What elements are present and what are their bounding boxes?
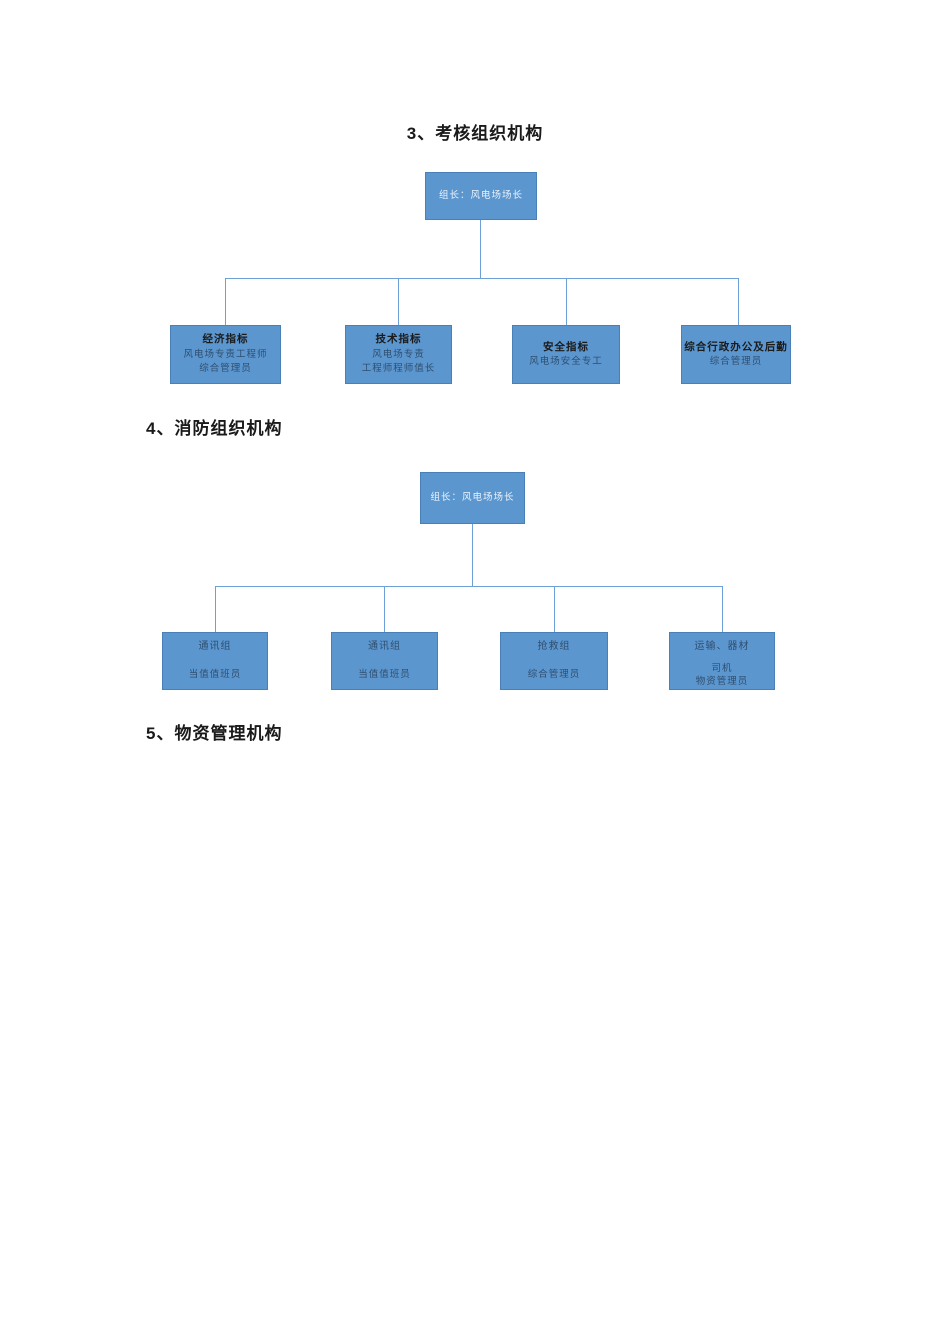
org-node-role: 风电场安全专工 [529, 356, 603, 368]
org-node-transport: 运输、器材 司机 物资管理员 [669, 632, 775, 690]
org-node-title: 运输、器材 [694, 641, 750, 652]
org-node-role: 物资管理员 [695, 676, 749, 688]
org-node-rescue: 抢救组 综合管理员 [500, 632, 608, 690]
org-node-admin: 综合行政办公及后勤 综合管理员 [681, 325, 791, 384]
connector-line [480, 220, 481, 278]
org-node-communication-2: 通讯组 当值值班员 [331, 632, 438, 690]
org-node-role: 风电场专责工程师 [183, 349, 268, 361]
org-node-title: 综合行政办公及后勤 [684, 340, 788, 353]
connector-line [215, 586, 723, 587]
connector-line [722, 586, 723, 632]
org-node-title: 通讯组 [368, 641, 401, 653]
org-node-role: 风电场专责 [372, 349, 425, 361]
org-node-title: 经济指标 [202, 333, 249, 346]
org-node-communication-1: 通讯组 当值值班员 [162, 632, 268, 690]
connector-line [225, 278, 739, 279]
connector-line [566, 278, 567, 325]
connector-line [398, 278, 399, 325]
org-node-role: 综合管理员 [199, 363, 252, 375]
connector-line [225, 278, 226, 325]
org-node-root: 组长：风电场场长 [420, 472, 525, 524]
connector-line [738, 278, 739, 325]
org-node-role: 司机 [711, 663, 733, 675]
org-node-label: 组长：风电场场长 [430, 491, 515, 503]
org-node-role: 综合管理员 [527, 669, 581, 681]
org-node-root: 组长：风电场场长 [425, 172, 537, 220]
org-node-technical: 技术指标 风电场专责 工程师程师值长 [345, 325, 452, 384]
org-node-role: 综合管理员 [709, 356, 763, 368]
org-node-title: 技术指标 [375, 333, 422, 346]
connector-line [472, 524, 473, 586]
org-node-safety: 安全指标 风电场安全专工 [512, 325, 620, 384]
org-node-economic: 经济指标 风电场专责工程师 综合管理员 [170, 325, 281, 384]
section-heading-materials: 5、物资管理机构 [146, 724, 283, 743]
org-node-role: 工程师程师值长 [361, 363, 436, 375]
org-node-role: 当值值班员 [188, 669, 242, 681]
org-node-title: 通讯组 [198, 641, 232, 653]
org-node-title: 抢救组 [537, 641, 571, 653]
connector-line [215, 586, 216, 632]
org-node-title: 安全指标 [543, 340, 589, 353]
section-heading-assessment: 3、考核组织机构 [406, 124, 544, 143]
org-node-role: 当值值班员 [358, 669, 411, 681]
org-node-label: 组长：风电场场长 [438, 189, 523, 201]
connector-line [384, 586, 385, 632]
connector-line [554, 586, 555, 632]
section-heading-fire: 4、消防组织机构 [146, 419, 283, 438]
